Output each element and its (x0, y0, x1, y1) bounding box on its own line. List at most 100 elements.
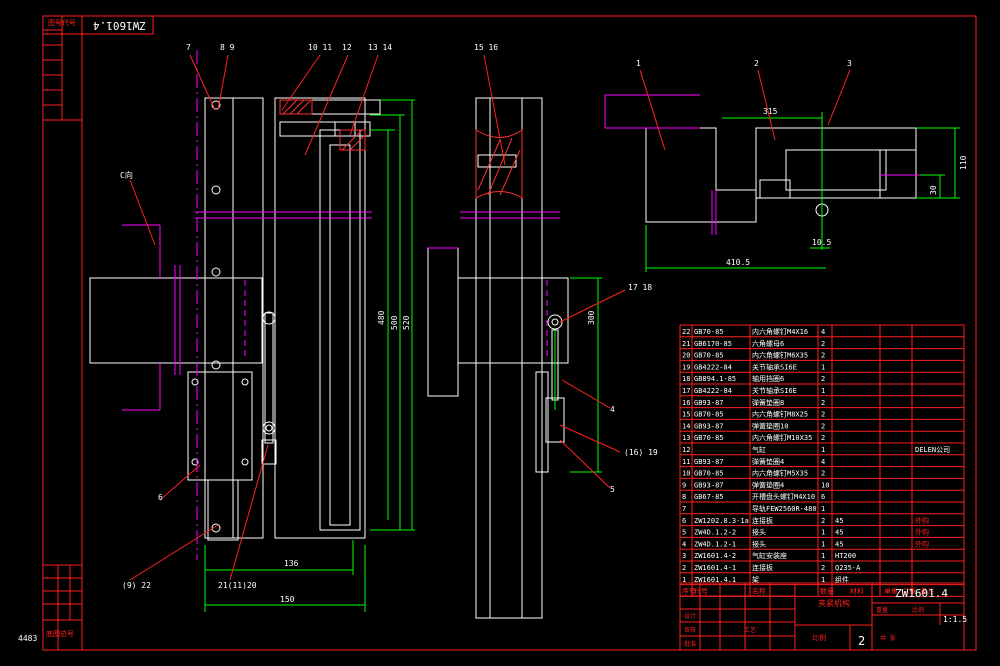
bom-cell-qty: 1 (821, 552, 825, 560)
bom-cell-qty: 1 (821, 529, 825, 537)
bom-cell-no: 2 (682, 564, 686, 572)
label-process: 工艺 (744, 626, 756, 634)
side-labels: 15 16 17 18 4 (16) 19 5 300 (474, 43, 658, 494)
bom-cell-no: 19 (682, 363, 690, 371)
bom-cell-qty: 2 (821, 517, 825, 525)
bom-cell-qty: 2 (821, 422, 825, 430)
bom-cell-qty: 1 (821, 387, 825, 395)
bom-cell-code: GB6170-85 (694, 340, 732, 348)
bom-cell-name: 关节轴承SI6E (752, 386, 797, 395)
side-hatch (475, 129, 523, 199)
dim-110: 110 (959, 155, 968, 170)
bom-cell-name: 内六角螺钉M10X35 (752, 433, 812, 442)
bom-cell-qty: 2 (821, 399, 825, 407)
bom-cell-no: 16 (682, 399, 690, 407)
front-labels: 7 8 9 10 11 12 13 14 C向 6 (9) 22 21(11)2… (120, 43, 411, 604)
bom-cell-no: 3 (682, 552, 686, 560)
dim-150: 150 (280, 595, 295, 604)
dim-500: 500 (390, 315, 399, 330)
front-centerlines (122, 50, 372, 560)
bom-cell-remark: DELEN公司 (915, 446, 950, 454)
balloon-9-22: (9) 22 (122, 581, 151, 590)
bom-cell-no: 8 (682, 493, 686, 501)
balloon-17-18: 17 18 (628, 283, 652, 292)
left-strip-bottom: 底图总号 (46, 629, 74, 638)
bom-cell-qty: 2 (821, 411, 825, 419)
bom-cell-no: 1 (682, 576, 686, 584)
bom-cell-name: 轴用挡圈6 (752, 374, 784, 383)
bom-cell-name: 弹簧垫圈8 (752, 398, 784, 407)
front-hatch (279, 99, 366, 151)
bom-cell-code: ZW1601.4-1 (694, 564, 736, 572)
bom-cell-code: GB93-87 (694, 481, 724, 489)
bom-cell-material: 组件 (835, 575, 849, 584)
bom-cell-qty: 1 (821, 363, 825, 371)
bom-cell-remark: 外购 (915, 528, 929, 537)
sheet-number: 2 (858, 634, 865, 648)
bom-cell-material: 45 (835, 517, 843, 525)
bom-cell-material: 45 (835, 540, 843, 548)
bom-cell-qty: 1 (821, 446, 825, 454)
view-c-label: C向 (120, 170, 133, 180)
bom-cell-no: 14 (682, 422, 690, 430)
bom-cell-name: 六角螺母6 (752, 339, 784, 348)
bom-cell-code: GB4222-84 (694, 363, 732, 371)
bom-cell-name: 内六角螺钉M8X25 (752, 410, 808, 419)
label-design: 设计 (684, 612, 696, 620)
bom-cell-name: 接头 (752, 528, 766, 537)
view-c-labels: 1 2 3 315 110 30 10.5 410.5 (636, 59, 968, 267)
bom-cell-name: 弹簧垫圈10 (752, 421, 788, 430)
balloon-15-16: 15 16 (474, 43, 498, 52)
left-strip-top: 图号代号 (48, 18, 76, 27)
bom-cell-name: 气缸 (752, 445, 766, 454)
bom-cell-no: 11 (682, 458, 690, 466)
bom-cell-name: 开槽盘头螺钉M4X10 (752, 492, 815, 501)
bom-cell-name: 关节轴承SI6E (752, 362, 797, 371)
bom-cell-name: 内六角螺钉M5X35 (752, 469, 808, 478)
label-weight: 重量 (876, 606, 888, 614)
label-count: 共 张 (880, 634, 896, 642)
bom-cell-name: 连接板 (752, 563, 773, 572)
balloon-4: 4 (610, 405, 615, 414)
bom-cell-name: 连接板 (752, 516, 773, 525)
title-block-text: ZW1601.4 夹紧机构 1:1.5 2 比例 设计 审核 批准 工艺 重量 … (684, 587, 967, 648)
bom-header-code: 代号 (694, 587, 708, 596)
front-leaders (129, 54, 379, 581)
bom-header-name: 名称 (752, 587, 766, 596)
bom-cell-name: 内六角螺钉M6X35 (752, 351, 808, 360)
bom-cell-code: GB70-85 (694, 328, 724, 336)
bom-cell-qty: 10 (821, 481, 829, 489)
bom-cell-no: 13 (682, 434, 690, 442)
bom-cell-name: 弹簧垫圈4 (752, 480, 784, 489)
bom-cell-name: 导轨FEW2560R-480 (752, 504, 817, 513)
balloon-8-9: 8 9 (220, 43, 235, 52)
bom-header-no: 序号 (682, 587, 696, 596)
label-check: 审核 (684, 626, 696, 634)
bom-cell-no: 6 (682, 517, 686, 525)
dim-10-5: 10.5 (812, 238, 831, 247)
bom-header-qty: 数量 (820, 587, 834, 596)
bom-cell-code: GB93-87 (694, 422, 724, 430)
bom-cell-no: 4 (682, 540, 686, 548)
bom-cell-code: GB70-85 (694, 352, 724, 360)
label-approve: 批准 (684, 640, 696, 648)
front-dimensions (204, 99, 415, 612)
bom-cell-code: ZW4D.1.2-1 (694, 540, 736, 548)
side-view (427, 54, 626, 619)
balloon-13-14: 13 14 (368, 43, 392, 52)
dim-30: 30 (929, 185, 938, 195)
bom-cell-code: GB4222-84 (694, 387, 732, 395)
drawing-name: 夹紧机构 (818, 598, 850, 608)
balloon-c-1: 1 (636, 59, 641, 68)
bom-cell-qty: 2 (821, 340, 825, 348)
bom-cell-remark: 外购 (915, 539, 929, 548)
bom-cell-qty: 1 (821, 576, 825, 584)
bom-cell-code: ZW4D.1.2-2 (694, 529, 736, 537)
bom-cell-code: GB70-85 (694, 411, 724, 419)
balloon-5: 5 (610, 485, 615, 494)
bom-cell-no: 9 (682, 481, 686, 489)
drawing-number: ZW1601.4 (895, 587, 948, 600)
bom-header-remark: 单重 总重 备注 (884, 587, 934, 596)
bom-cell-qty: 4 (821, 458, 825, 466)
